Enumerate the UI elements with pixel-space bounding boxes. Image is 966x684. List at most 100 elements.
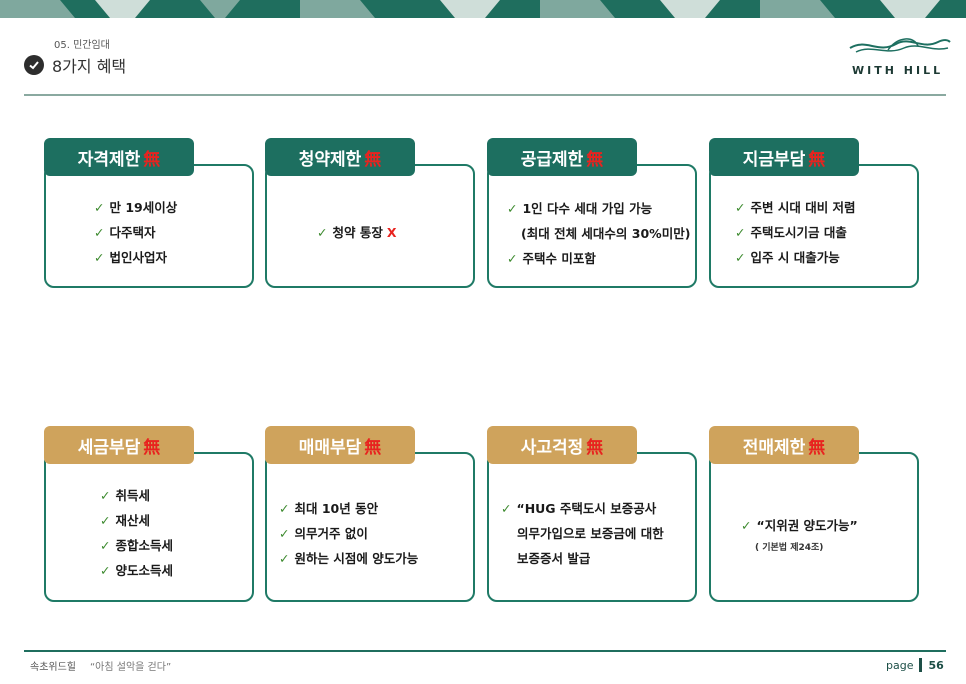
list-item: ✓취득세 — [100, 488, 150, 503]
footer-divider — [24, 650, 946, 652]
list-item: ✓최대 10년 동안 — [279, 500, 379, 516]
check-mark-icon: ✓ — [279, 500, 290, 516]
title-row: 8가지 혜택 — [24, 53, 126, 77]
list-item: ✓주택수 미포함 — [507, 251, 596, 266]
none-mark: 無 — [143, 149, 161, 170]
check-mark-icon: ✓ — [279, 550, 290, 566]
card-title: 전매제한 — [742, 437, 806, 458]
card-title: 공급제한 — [520, 149, 584, 170]
check-mark-icon: ✓ — [735, 199, 746, 215]
legal-note: ( 기본법 제24조) — [755, 543, 824, 553]
check-mark-icon: ✓ — [100, 488, 111, 503]
card-title: 자격제한 — [77, 149, 141, 170]
section-label: 05. 민간임대 — [54, 40, 110, 51]
list-item: 보증증서 발급 — [517, 550, 591, 566]
check-mark-icon: ✓ — [94, 199, 105, 215]
x-mark: X — [386, 224, 397, 240]
band-pattern — [0, 0, 966, 18]
page-number: 56 — [928, 658, 944, 672]
list-item: ✓“HUG 주택도시 보증공사 — [501, 500, 657, 516]
card-content: ✓주변 시대 대비 저렴 ✓주택도시기금 대출 ✓입주 시 대출가능 — [709, 176, 919, 288]
card-content: ✓취득세 ✓재산세 ✓종합소득세 ✓양도소득세 — [44, 464, 254, 602]
list-item: (최대 전체 세대수의 30%미만) — [521, 226, 691, 241]
list-item: ✓의무거주 없이 — [279, 525, 368, 541]
list-item: ✓재산세 — [100, 513, 150, 528]
check-mark-icon: ✓ — [279, 525, 290, 541]
logo-text: WITH HILL — [852, 64, 944, 77]
list-item: ✓원하는 시점에 양도가능 — [279, 550, 419, 566]
none-mark: 無 — [586, 437, 604, 458]
check-mark-icon: ✓ — [735, 249, 746, 265]
check-mark-icon: ✓ — [100, 513, 111, 528]
none-mark: 無 — [143, 437, 161, 458]
top-decorative-band — [0, 0, 966, 18]
card-title: 지금부담 — [742, 149, 806, 170]
with-hill-logo: WITH HILL — [848, 34, 952, 80]
card-title: 세금부담 — [77, 437, 141, 458]
list-item: ✓입주 시 대출가능 — [735, 249, 840, 265]
card-content: ✓최대 10년 동안 ✓의무거주 없이 ✓원하는 시점에 양도가능 — [265, 464, 475, 602]
footer-brand: 속초위드힐 “아침 설악을 걷다” — [30, 658, 171, 673]
list-item: ✓양도소득세 — [100, 563, 173, 578]
card-content: ✓“지위권 양도가능” ( 기본법 제24조) — [709, 464, 919, 602]
list-item: ✓주변 시대 대비 저렴 — [735, 199, 856, 215]
check-mark-icon: ✓ — [507, 251, 518, 266]
check-mark-icon: ✓ — [94, 249, 105, 265]
check-mark-icon: ✓ — [94, 224, 105, 240]
card-content: ✓만 19세이상 ✓다주택자 ✓법인사업자 — [44, 176, 254, 288]
check-mark-icon: ✓ — [501, 500, 512, 516]
page-indicator: page 56 — [886, 658, 944, 672]
page-title: 8가지 혜택 — [52, 57, 127, 76]
none-mark: 無 — [586, 149, 604, 170]
footer-brand-name: 속초위드힐 — [30, 662, 76, 673]
card-frame — [487, 164, 697, 288]
none-mark: 無 — [808, 149, 826, 170]
check-mark-icon: ✓ — [317, 224, 328, 240]
list-item: ✓1인 다수 세대 가입 가능 — [507, 201, 653, 216]
page-separator — [919, 658, 923, 672]
page-label: page — [886, 658, 914, 672]
card-title: 사고걱정 — [520, 437, 584, 458]
check-mark-icon: ✓ — [735, 224, 746, 240]
list-item: ✓만 19세이상 — [94, 199, 178, 215]
card-title: 청약제한 — [298, 149, 362, 170]
check-mark-icon: ✓ — [100, 563, 111, 578]
none-mark: 無 — [808, 437, 826, 458]
check-mark-icon: ✓ — [741, 518, 752, 533]
none-mark: 無 — [364, 437, 382, 458]
none-mark: 無 — [364, 149, 382, 170]
list-item: ✓“지위권 양도가능” — [741, 518, 858, 533]
check-mark-icon: ✓ — [100, 538, 111, 553]
list-item: ✓종합소득세 — [100, 538, 173, 553]
with-hill-logo-icon — [849, 38, 951, 53]
card-content: ✓1인 다수 세대 가입 가능 (최대 전체 세대수의 30%미만) ✓주택수 … — [487, 176, 697, 288]
list-item: ✓주택도시기금 대출 — [735, 224, 847, 240]
card-title: 매매부담 — [298, 437, 362, 458]
page-header: 05. 민간임대 8가지 혜택 — [24, 36, 126, 77]
check-circle-icon — [24, 55, 44, 75]
list-item: 의무가입으로 보증금에 대한 — [517, 525, 664, 541]
card-frame — [265, 164, 475, 288]
card-frame — [44, 164, 254, 288]
check-mark-icon: ✓ — [507, 201, 518, 216]
footer-slogan: “아침 설악을 걷다” — [90, 662, 172, 673]
list-item: ✓다주택자 — [94, 224, 156, 240]
